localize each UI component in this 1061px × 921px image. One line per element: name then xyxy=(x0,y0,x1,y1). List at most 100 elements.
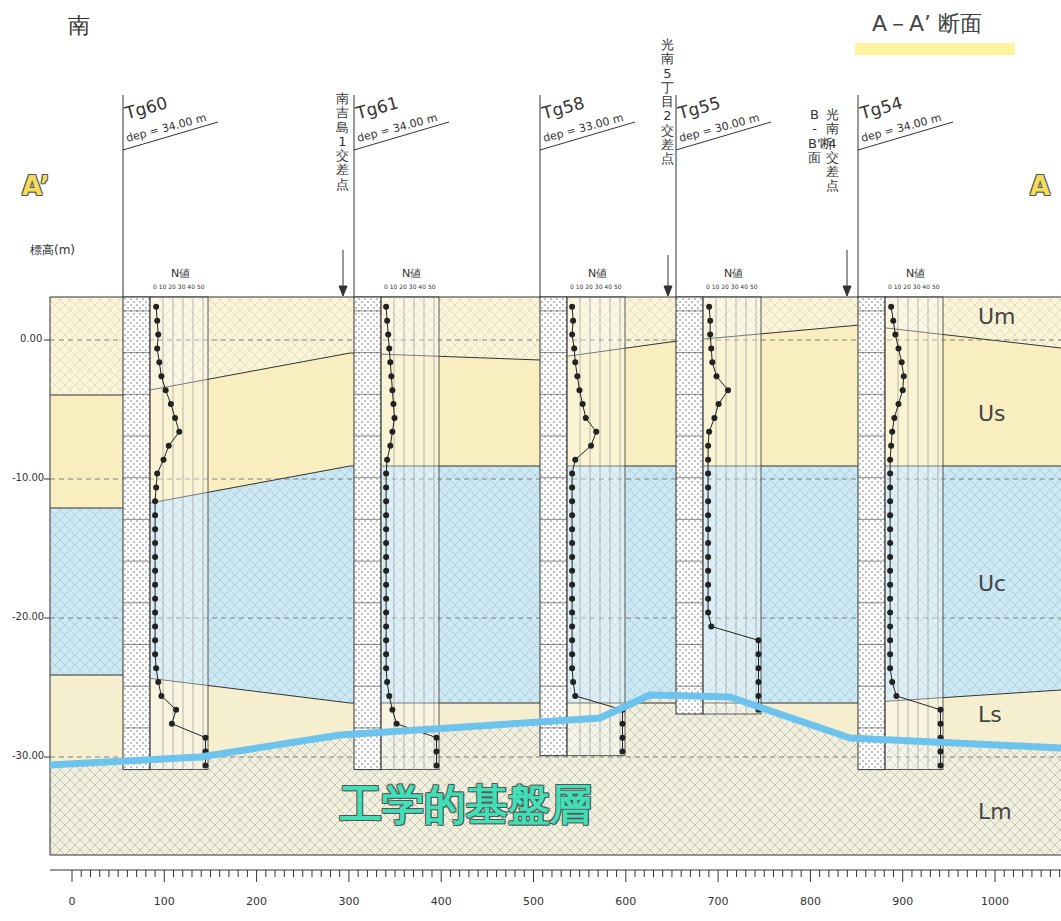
ruler-tick xyxy=(450,870,451,877)
ruler-tick xyxy=(293,870,294,877)
ruler-tick xyxy=(782,870,783,877)
n-value-scale: 0 10 20 30 40 50 xyxy=(153,284,205,291)
ruler-tick xyxy=(1004,870,1005,877)
ruler-tick xyxy=(524,870,525,877)
ruler-tick xyxy=(551,870,552,877)
ruler-tick xyxy=(201,870,202,877)
ruler-tick xyxy=(459,870,460,877)
ruler-tick xyxy=(893,870,894,877)
n-value-heading: N値 xyxy=(906,268,925,280)
section-end-label: A’ xyxy=(22,172,50,201)
ruler-tick xyxy=(930,870,931,877)
ruler-tick xyxy=(339,870,340,877)
ruler-tick xyxy=(256,870,257,882)
ruler-tick xyxy=(311,870,312,877)
ruler-tick xyxy=(247,870,248,877)
ruler-tick xyxy=(791,870,792,877)
axis-title: 標高(m) xyxy=(30,244,75,257)
n-value-heading: N値 xyxy=(171,268,190,280)
distance-tick: 900 xyxy=(892,896,913,908)
ruler-tick xyxy=(413,870,414,877)
ruler-tick xyxy=(616,870,617,877)
intersection-label: 南吉島1交差点 xyxy=(336,92,349,192)
ruler-tick xyxy=(828,870,829,877)
ruler-tick xyxy=(810,870,811,882)
ruler-tick xyxy=(755,870,756,877)
ruler-tick xyxy=(191,870,192,877)
ruler-tick xyxy=(478,870,479,877)
ruler-tick xyxy=(210,870,211,877)
ruler-tick xyxy=(164,870,165,882)
ruler-tick xyxy=(865,870,866,877)
section-end-label: A xyxy=(1030,172,1050,201)
n-value-scale: 0 10 20 30 40 50 xyxy=(706,284,758,291)
direction-label: 南 xyxy=(68,14,90,38)
n-value-scale: 0 10 20 30 40 50 xyxy=(570,284,622,291)
ruler-tick xyxy=(884,870,885,877)
ruler-tick xyxy=(422,870,423,877)
borehole-id: Tg61 xyxy=(354,94,400,123)
layer-label: Ls xyxy=(978,703,1002,727)
ruler-tick xyxy=(718,870,719,882)
ruler-tick xyxy=(662,870,663,877)
ruler-tick xyxy=(745,870,746,877)
distance-tick: 200 xyxy=(246,896,267,908)
ruler-tick xyxy=(875,870,876,877)
ruler-tick xyxy=(90,870,91,877)
ruler-tick xyxy=(145,870,146,877)
ruler-tick xyxy=(72,870,73,882)
ruler-tick xyxy=(108,870,109,877)
distance-tick: 300 xyxy=(338,896,359,908)
layer-label: Us xyxy=(978,402,1006,426)
ruler-tick xyxy=(699,870,700,877)
ruler-tick xyxy=(238,870,239,877)
ruler-tick xyxy=(588,870,589,877)
borehole-log xyxy=(676,95,771,714)
distance-ruler xyxy=(72,870,1060,882)
borehole-id: Tg58 xyxy=(540,94,586,123)
ruler-tick xyxy=(496,870,497,877)
elevation-tick: -20.00 xyxy=(12,611,44,622)
ruler-tick xyxy=(561,870,562,877)
ruler-tick xyxy=(155,870,156,877)
engineering-bedrock-label: 工学的基盤層 xyxy=(340,782,592,828)
n-value-heading: N値 xyxy=(402,268,421,280)
distance-tick: 700 xyxy=(708,896,729,908)
ruler-tick xyxy=(570,870,571,877)
ruler-tick xyxy=(348,870,349,882)
elevation-tick: -30.00 xyxy=(12,750,44,761)
ruler-tick xyxy=(847,870,848,877)
borehole-log xyxy=(354,95,449,770)
ruler-tick xyxy=(635,870,636,877)
ruler-tick xyxy=(1041,870,1042,877)
ruler-tick xyxy=(228,870,229,877)
ruler-tick xyxy=(302,870,303,877)
borehole-id: Tg54 xyxy=(858,94,904,123)
ruler-tick xyxy=(376,870,377,877)
borehole-id: Tg55 xyxy=(676,94,722,123)
n-value-scale: 0 10 20 30 40 50 xyxy=(384,284,436,291)
ruler-tick xyxy=(856,870,857,877)
ruler-tick xyxy=(801,870,802,877)
ruler-tick xyxy=(995,870,996,882)
distance-tick: 100 xyxy=(154,896,175,908)
borehole-log xyxy=(858,95,953,770)
ruler-tick xyxy=(533,870,534,882)
ruler-tick xyxy=(819,870,820,877)
layer-label: Um xyxy=(978,305,1016,329)
ruler-tick xyxy=(395,870,396,877)
distance-tick: 500 xyxy=(523,896,544,908)
borehole-log xyxy=(540,95,635,756)
ruler-tick xyxy=(330,870,331,877)
ruler-tick xyxy=(967,870,968,877)
ruler-tick xyxy=(468,870,469,877)
ruler-tick xyxy=(773,870,774,877)
ruler-tick xyxy=(625,870,626,882)
ruler-tick xyxy=(265,870,266,877)
ruler-tick xyxy=(431,870,432,877)
ruler-tick xyxy=(81,870,82,877)
ruler-tick xyxy=(902,870,903,882)
ruler-tick xyxy=(118,870,119,877)
ruler-tick xyxy=(681,870,682,877)
